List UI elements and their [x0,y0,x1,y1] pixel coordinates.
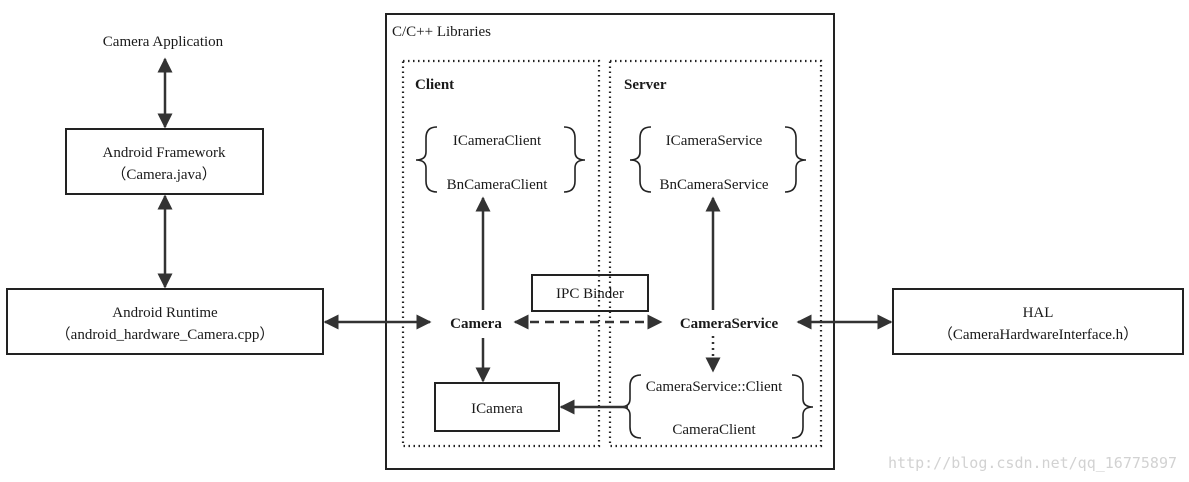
server-region [608,59,823,448]
icameraservice-right-brace [784,126,807,193]
icameraclient-right-brace [563,126,586,193]
cameraclient-label: CameraClient [672,422,756,438]
icamera-label: ICamera [471,401,523,417]
hal-box [892,288,1184,355]
camera-hardware-interface-label: （CameraHardwareInterface.h） [938,326,1138,343]
icamera-box [434,382,560,432]
client-title: Client [415,77,454,93]
libraries-title: C/C++ Libraries [392,24,491,40]
libraries-container [385,13,835,470]
android-runtime-label: Android Runtime [112,305,218,321]
icameraservice-left-brace [629,126,652,193]
camera-java-label: （Camera.java） [111,166,216,183]
bncameraservice-label: BnCameraService [659,177,768,193]
hal-label: HAL [1023,305,1054,321]
icameraclient-label: ICameraClient [453,133,542,149]
client-region [401,59,601,448]
ipc-binder-label: IPC Binder [556,286,624,302]
watermark: http://blog.csdn.net/qq_16775897 [888,454,1177,472]
icameraservice-label: ICameraService [666,133,763,149]
server-title: Server [624,77,667,93]
icameraclient-left-brace [415,126,438,193]
android-hardware-camera-cpp-label: （android_hardware_Camera.cpp） [56,326,275,343]
camera-label: Camera [450,316,502,332]
ipc-binder-box [531,274,649,312]
cameraservice-label: CameraService [680,316,779,332]
android-framework-label: Android Framework [103,145,226,161]
bncameraclient-label: BnCameraClient [447,177,549,193]
camera-application-label: Camera Application [103,34,224,50]
cameraservice-client-right-brace [791,374,814,439]
android-framework-box [65,128,264,195]
android-runtime-box [6,288,324,355]
cameraservice-client-label: CameraService::Client [646,379,783,395]
